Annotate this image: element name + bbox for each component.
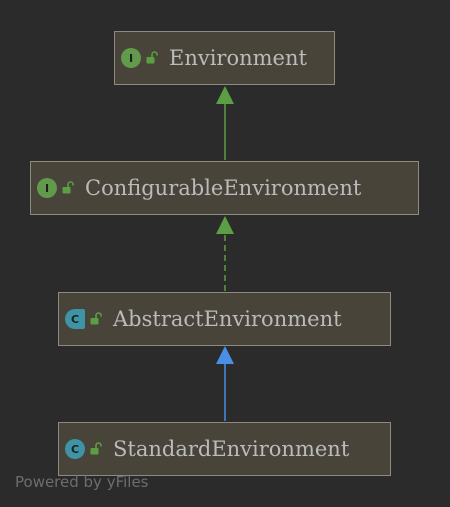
edge-configurable-to-environment [216,86,234,160]
node-label: AbstractEnvironment [113,307,342,331]
unlocked-icon [146,51,158,64]
node-standard-environment[interactable]: C StandardEnvironment [58,422,391,476]
node-label: ConfigurableEnvironment [85,176,362,200]
node-abstract-environment[interactable]: C AbstractEnvironment [58,292,391,346]
abstract-class-icon: C [65,309,85,329]
unlocked-icon [90,442,102,455]
arrowhead-icon [216,86,234,104]
node-configurable-environment[interactable]: I ConfigurableEnvironment [30,161,419,215]
arrowhead-icon [216,216,234,234]
watermark: Powered by yFiles [15,473,149,491]
edge-standard-to-abstract [216,346,234,421]
unlocked-icon [90,312,102,325]
edge-abstract-to-configurable [216,216,234,291]
node-label: StandardEnvironment [113,437,350,461]
interface-icon: I [121,48,141,68]
class-icon: C [65,439,85,459]
arrowhead-icon [216,346,234,364]
unlocked-icon [62,181,74,194]
node-label: Environment [169,46,307,70]
interface-icon: I [37,178,57,198]
node-environment[interactable]: I Environment [114,31,335,85]
